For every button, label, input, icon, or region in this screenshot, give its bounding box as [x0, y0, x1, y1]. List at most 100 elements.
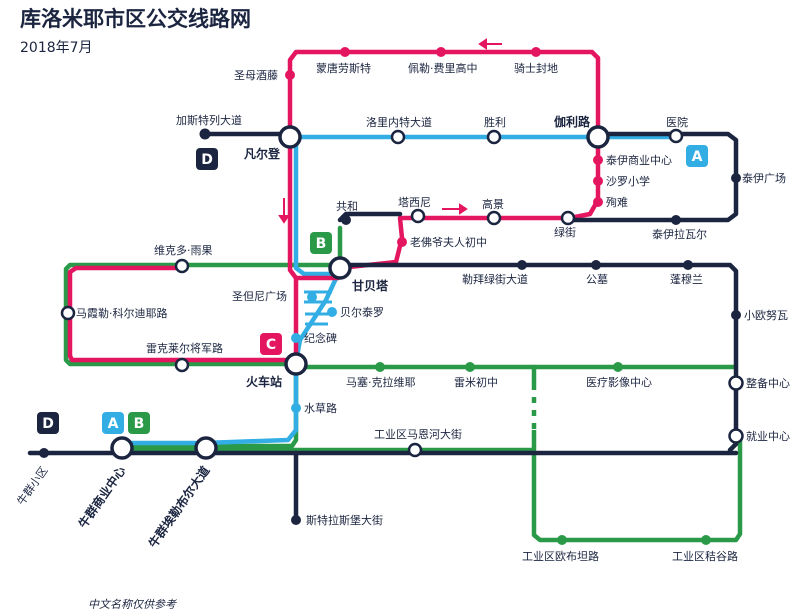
- label-qishifengdi: 骑士封地: [514, 61, 558, 75]
- station-dot-gaojing[interactable]: [486, 210, 502, 226]
- station-dot-qishifengdi[interactable]: [531, 47, 541, 57]
- label-taiyilawaer: 泰伊拉瓦尔: [652, 227, 707, 241]
- one-way-arrows-a: [304, 290, 332, 326]
- station-dot-weikeduo[interactable]: [174, 258, 190, 274]
- station-ring-ganbeita[interactable]: [328, 256, 352, 280]
- badge-a-southwest: A: [102, 412, 124, 434]
- label-shengdanni: 圣但尼广场: [232, 289, 287, 303]
- badge-a-east: A: [686, 145, 708, 167]
- label-taiyishangye: 泰伊商业中心: [606, 153, 672, 167]
- label-jiuye: 就业中心: [746, 429, 790, 443]
- svg-text:B: B: [134, 416, 145, 432]
- station-dot-gongmu[interactable]: [591, 260, 601, 270]
- label-leibailv: 勒拜绿街大道: [462, 272, 528, 286]
- label-niuchangxiaoqu: 牛群小区: [14, 464, 51, 508]
- station-dot-jiasitelie[interactable]: [199, 128, 211, 140]
- station-dot-leibailv[interactable]: [517, 260, 527, 270]
- station-ring-niuchangshangye[interactable]: [110, 436, 134, 460]
- label-jialilu: 伽利路: [554, 114, 591, 129]
- badge-b-southwest: B: [128, 412, 150, 434]
- station-ring-huochezhan[interactable]: [284, 352, 308, 376]
- direction-arrows-c: [278, 38, 502, 224]
- label-yiliao: 医疗影像中心: [586, 375, 652, 389]
- station-dot-xunnan[interactable]: [593, 197, 603, 207]
- svg-text:C: C: [266, 337, 276, 353]
- station-dot-niuchangxiaoqu[interactable]: [39, 448, 49, 458]
- station-dot-taiyiguangchang[interactable]: [731, 173, 741, 183]
- svg-text:A: A: [108, 416, 119, 432]
- label-xiaoouwa: 小欧努瓦: [744, 308, 788, 322]
- station-dot-shengdanni[interactable]: [307, 292, 317, 302]
- label-shuicaolu: 水草路: [304, 402, 337, 415]
- station-dot-peile[interactable]: [436, 47, 446, 57]
- station-dot-lvjie[interactable]: [560, 210, 576, 226]
- station-dot-yiyuan[interactable]: [668, 128, 684, 144]
- label-gonghe: 共和: [336, 200, 358, 213]
- map-date: 2018年7月: [20, 40, 93, 56]
- badge-d-west: D: [196, 148, 218, 170]
- label-xunnan: 殉难: [606, 195, 628, 209]
- station-dot-leikelai[interactable]: [174, 357, 190, 373]
- station-dot-gonghe[interactable]: [341, 215, 351, 225]
- label-shengli: 胜利: [484, 115, 506, 129]
- station-dot-shengli[interactable]: [486, 129, 502, 145]
- station-dot-gongyejiegu[interactable]: [701, 535, 711, 545]
- badge-c-center: C: [260, 333, 282, 355]
- label-gongyejiegu: 工业区秸谷路: [672, 550, 738, 563]
- svg-text:D: D: [42, 416, 54, 432]
- station-dot-pengmulan[interactable]: [683, 260, 693, 270]
- label-pengmulan: 蓬穆兰: [670, 272, 703, 286]
- label-peile: 佩勒·费里高中: [408, 61, 478, 75]
- label-niuchangshangye: 牛群商业中心: [75, 463, 129, 531]
- station-dot-masai[interactable]: [375, 362, 385, 372]
- label-gaojing: 高景: [482, 197, 504, 211]
- label-taxini: 塔西尼: [398, 196, 431, 209]
- station-dot-shuicaolu[interactable]: [291, 403, 301, 413]
- label-fanerdeng: 凡尔登: [244, 146, 281, 161]
- label-gongmu: 公墓: [586, 273, 608, 286]
- station-dot-maxiale[interactable]: [60, 305, 76, 321]
- label-jiasitelie: 加斯特列大道: [176, 113, 242, 127]
- station-dot-laofoye[interactable]: [397, 237, 407, 247]
- station-dot-leimi[interactable]: [465, 362, 475, 372]
- station-dot-sitela[interactable]: [291, 515, 301, 525]
- station-dot-jiuye[interactable]: [728, 428, 744, 444]
- label-shengmujiudian: 圣母酒藤: [234, 69, 278, 82]
- station-dot-taiyishangye[interactable]: [593, 155, 603, 165]
- station-dot-beierluo[interactable]: [327, 307, 337, 317]
- station-dot-taxini[interactable]: [410, 208, 426, 224]
- station-dot-xiaoouwa[interactable]: [731, 310, 741, 320]
- label-taiyiguangchang: 泰伊广场: [742, 171, 786, 185]
- map-title: 库洛米耶市区公交线路网: [20, 7, 251, 31]
- station-dot-luolineite[interactable]: [390, 129, 406, 145]
- station-ring-niuchangbule[interactable]: [194, 436, 218, 460]
- label-gongyequmaen: 工业区马恩河大街: [374, 427, 462, 441]
- station-ring-jialilu[interactable]: [586, 125, 610, 149]
- label-luolineite: 洛里内特大道: [366, 115, 432, 129]
- footnote: 中文名称仅供参考: [88, 598, 177, 611]
- station-dot-taiyilawaer[interactable]: [671, 215, 681, 225]
- label-yiyuan: 医院: [666, 115, 688, 129]
- badge-b-center: B: [310, 232, 332, 254]
- station-dot-gongyeouba[interactable]: [557, 535, 567, 545]
- station-dot-gongyequmaen[interactable]: [407, 442, 423, 458]
- station-dot-zhengbei[interactable]: [728, 375, 744, 391]
- label-lvjie: 绿街: [554, 225, 576, 239]
- label-zhengbei: 整备中心: [746, 376, 790, 390]
- label-shaluoxiaoxue: 沙罗小学: [606, 174, 650, 188]
- label-masai: 马塞·克拉维耶: [346, 375, 416, 389]
- label-leimi: 雷米初中: [454, 375, 498, 389]
- station-dot-shaluoxiaoxue[interactable]: [593, 176, 603, 186]
- station-dot-jinianbei[interactable]: [291, 333, 301, 343]
- station-dot-yiliao[interactable]: [613, 362, 623, 372]
- label-huochezhan: 火车站: [246, 374, 282, 389]
- label-beierluo: 贝尔泰罗: [340, 305, 384, 319]
- station-ring-fanerdeng[interactable]: [278, 125, 302, 149]
- svg-text:A: A: [692, 149, 703, 165]
- label-leikelai: 雷克莱尔将军路: [146, 342, 223, 355]
- station-dot-shengmujiudian[interactable]: [285, 70, 295, 80]
- line-d-route: [27, 131, 739, 523]
- svg-text:B: B: [316, 236, 327, 252]
- station-dot-mengtanglaosi[interactable]: [340, 47, 350, 57]
